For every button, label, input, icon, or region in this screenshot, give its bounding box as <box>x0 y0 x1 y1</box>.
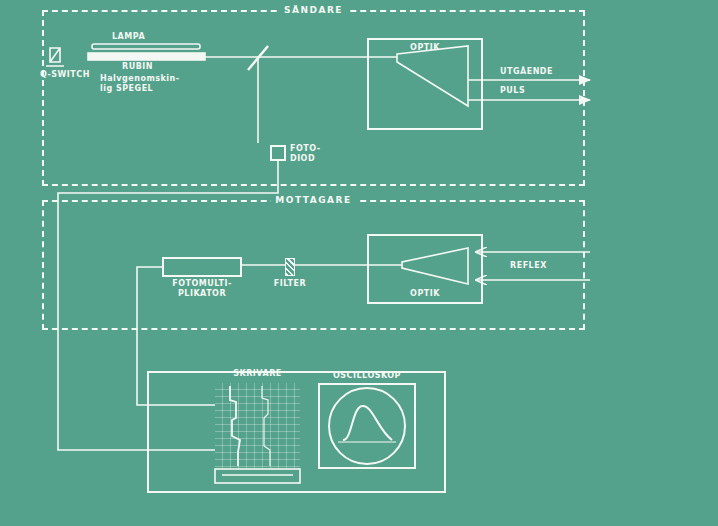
reflex-arrow <box>476 251 590 253</box>
chart-trace <box>230 386 240 466</box>
reflex-arrow <box>476 279 590 281</box>
photodiode-box: FOTO- DIOD <box>270 145 286 161</box>
scope-curve <box>343 406 392 440</box>
part-label: LAMPA <box>112 32 145 42</box>
optics-funnel <box>402 248 468 284</box>
receiver-group: MOTTAGAREFOTOMULTI- PLIKATORFILTEROPTIK <box>42 200 585 330</box>
recorder: SKRIVARE <box>215 383 300 483</box>
output-arrow <box>468 79 590 81</box>
box-label: OPTIK <box>369 289 481 299</box>
box-label: OPTIK <box>369 43 481 53</box>
box-label: FOTOMULTI- PLIKATOR <box>171 279 233 299</box>
part-label: PULS <box>500 86 525 96</box>
oscilloscope: OSCILLOSKOP <box>318 383 416 469</box>
filter-element: FILTER <box>285 258 295 276</box>
part-label: Halvgenomskin- lig SPEGEL <box>100 74 178 94</box>
scope-screen <box>320 385 414 467</box>
signal-wire <box>58 161 278 450</box>
chart-trace <box>262 386 270 466</box>
photomultiplier-box: FOTOMULTI- PLIKATOR <box>162 257 242 277</box>
chart-roller-line <box>222 474 293 476</box>
ruby-rod <box>88 53 205 60</box>
part-label: REFLEX <box>510 261 547 271</box>
optics-funnel <box>397 46 468 106</box>
box-label: SKRIVARE <box>233 369 282 379</box>
pulse-arrow <box>468 99 590 101</box>
display-panel <box>148 372 445 492</box>
part-label: UTGÅENDE <box>500 67 553 77</box>
chart-grid <box>215 383 300 469</box>
box-label: OSCILLOSKOP <box>333 371 401 381</box>
chart-roller <box>215 469 300 483</box>
scope-axis <box>338 442 396 443</box>
group-heading: SÄNDARE <box>279 6 348 15</box>
box-label: FILTER <box>274 279 306 289</box>
part-label: Q-SWITCH <box>40 70 90 80</box>
scope-circle <box>329 388 405 464</box>
part-label: RUBIN <box>122 62 153 72</box>
received-beam <box>240 264 402 266</box>
box-label: FOTO- DIOD <box>290 144 330 164</box>
q-switch-symbol <box>46 48 64 66</box>
group-heading: MOTTAGARE <box>270 196 356 205</box>
optics-box: OPTIK <box>367 234 483 304</box>
optics-box: OPTIK <box>367 38 483 130</box>
split-beam <box>257 58 259 143</box>
lamp-tube <box>92 44 200 49</box>
